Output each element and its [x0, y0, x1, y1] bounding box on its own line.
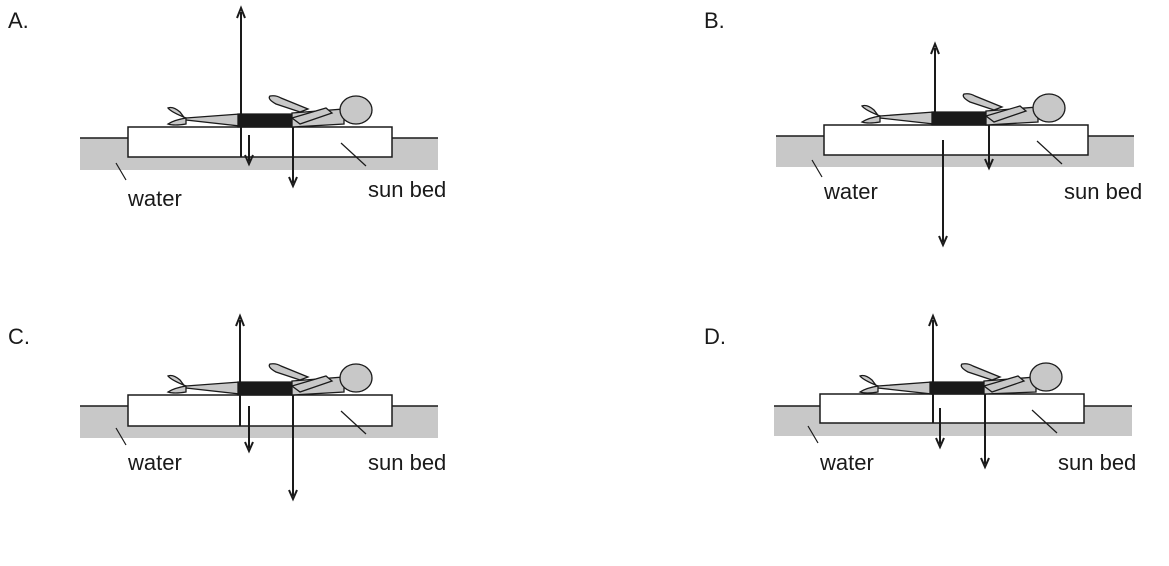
water-label: water — [128, 450, 182, 475]
water — [80, 406, 438, 438]
option-b-panel[interactable]: B. — [704, 0, 1169, 250]
sun-bed — [823, 124, 1089, 156]
option-d-panel[interactable]: D. — [704, 313, 1169, 566]
person — [858, 362, 1063, 395]
force-diagram — [776, 41, 1134, 248]
option-a-panel[interactable]: A. — [8, 0, 528, 250]
sun-bed-label: sun bed — [1064, 179, 1143, 204]
option-c-panel[interactable]: C. — [8, 313, 528, 566]
sun-bed — [127, 126, 393, 158]
sun-bed-label: sun bed — [368, 177, 447, 202]
sun-bed — [819, 393, 1085, 424]
sun-bed-label: sun bed — [1058, 450, 1137, 475]
sun-bed-label: sun bed — [368, 450, 447, 475]
water-label: water — [128, 186, 182, 211]
sun-bed — [127, 394, 393, 427]
forces — [235, 313, 298, 502]
forces — [930, 41, 994, 248]
force-diagram — [80, 313, 438, 502]
person — [860, 93, 1066, 126]
option-letter: B. — [704, 8, 725, 33]
person — [166, 95, 373, 128]
water — [774, 406, 1132, 436]
option-letter: C. — [8, 324, 30, 349]
water-label: water — [820, 450, 874, 475]
water — [776, 136, 1134, 167]
water — [80, 138, 438, 170]
forces — [236, 5, 298, 189]
force-diagram — [80, 5, 438, 189]
force-diagram — [774, 313, 1132, 470]
option-letter: D. — [704, 324, 726, 349]
option-letter: A. — [8, 8, 29, 33]
forces — [928, 313, 990, 470]
water-label: water — [824, 179, 878, 204]
person — [166, 363, 373, 396]
